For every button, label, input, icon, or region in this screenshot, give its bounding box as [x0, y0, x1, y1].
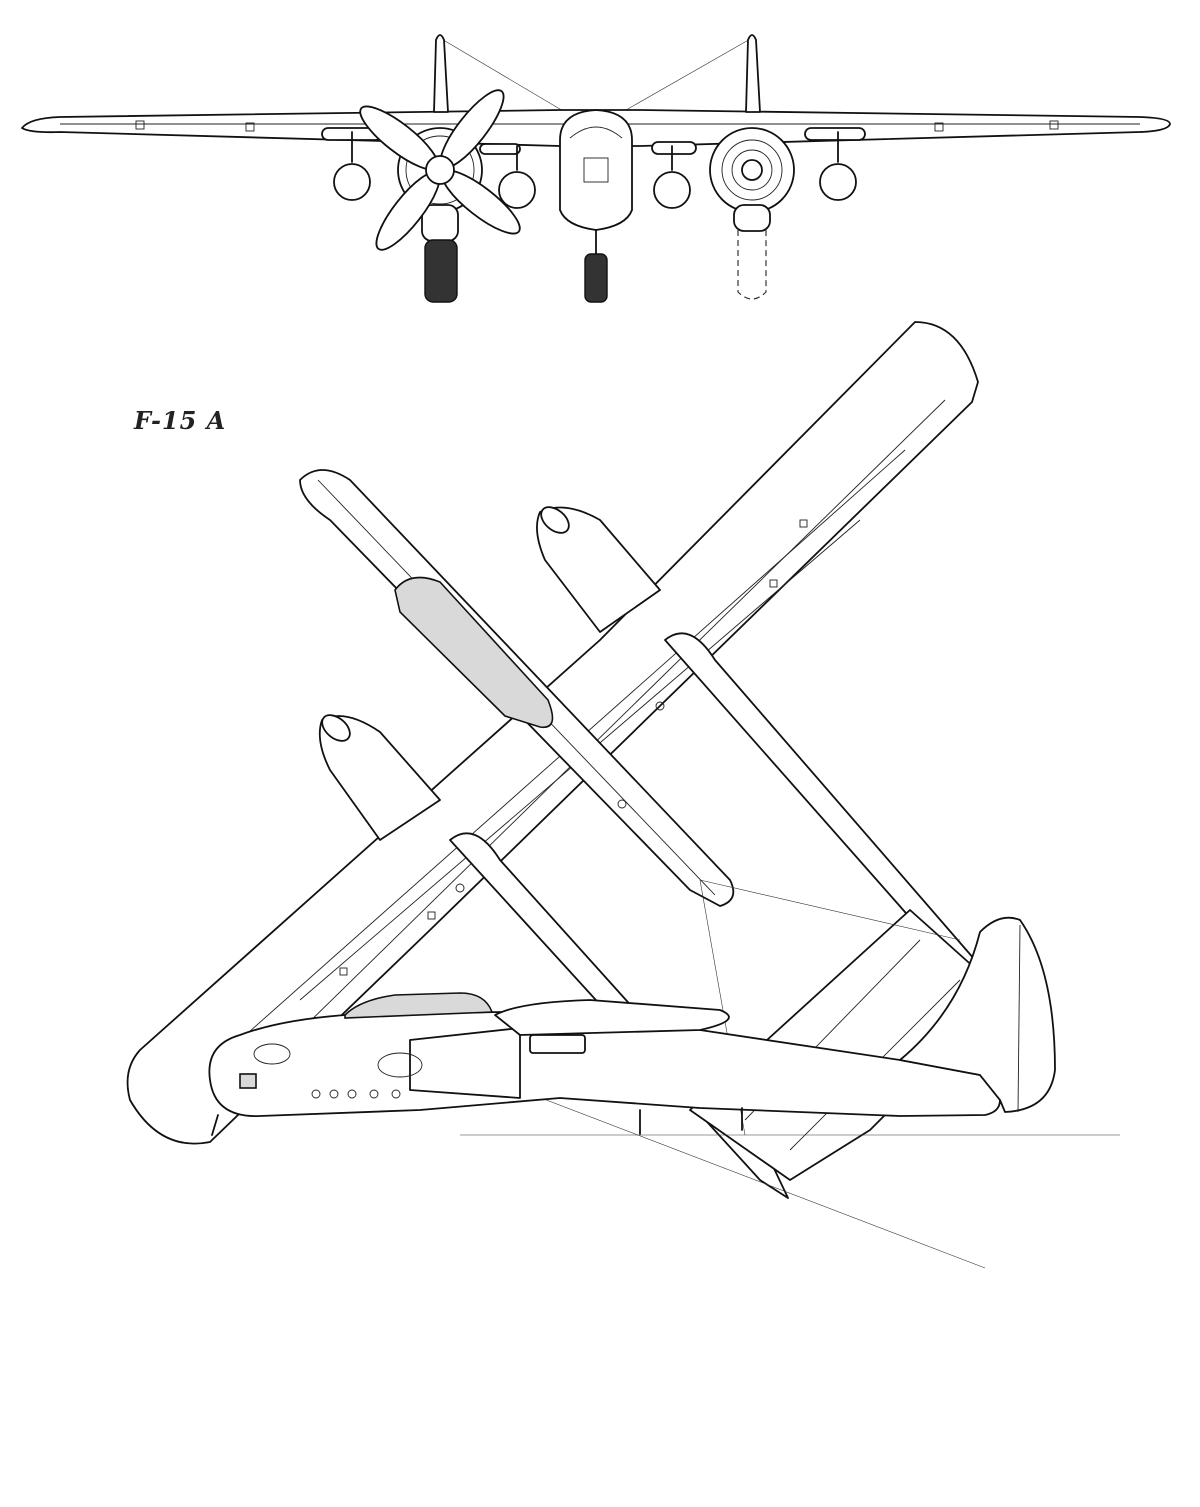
nose-gear-stub	[211, 1114, 219, 1136]
top-nacelle-left	[318, 715, 441, 841]
side-portholes	[311, 1089, 401, 1099]
main-wheel-right-retracted	[737, 230, 767, 300]
side-canopy	[344, 992, 494, 1019]
wing-vent-right	[804, 127, 866, 141]
top-nacelle-right	[536, 506, 661, 633]
wing-access-panels	[339, 519, 808, 976]
nose-window	[239, 1073, 257, 1089]
wing-marker	[135, 120, 145, 130]
fin-left	[433, 34, 449, 113]
front-view	[21, 34, 1171, 303]
side-intake	[377, 1052, 423, 1078]
side-wing-root	[494, 999, 730, 1036]
main-wheel-left	[424, 239, 458, 303]
wing-vent-inner-right	[651, 141, 697, 155]
wing-marker	[1049, 120, 1059, 130]
nose-panel	[583, 157, 609, 183]
propeller	[359, 89, 521, 251]
front-fuselage	[559, 109, 633, 303]
side-gear-door	[529, 1034, 586, 1054]
top-canopy	[394, 576, 554, 729]
side-vertical-tail	[899, 916, 1056, 1113]
bracing-wire-right	[611, 37, 753, 119]
spinner-right	[540, 506, 570, 534]
wing-vent-inner-left	[479, 143, 521, 155]
canopy-front	[569, 126, 623, 139]
front-engine-right	[709, 127, 795, 300]
side-view	[208, 916, 1120, 1269]
spinner	[425, 155, 455, 185]
side-nacelle	[409, 1027, 521, 1099]
drop-tanks	[333, 131, 857, 209]
wing-marker	[245, 122, 255, 132]
fin-right	[745, 34, 761, 113]
model-label: F-15 A	[134, 406, 227, 435]
spinner-left	[321, 714, 351, 742]
nose-panel-oval	[253, 1043, 291, 1065]
tail-wire	[699, 879, 961, 941]
nose-wheel	[584, 253, 608, 303]
rudder-hinge	[1017, 924, 1021, 1113]
bracing-wire-left	[439, 37, 576, 119]
wing-marker	[934, 122, 944, 132]
